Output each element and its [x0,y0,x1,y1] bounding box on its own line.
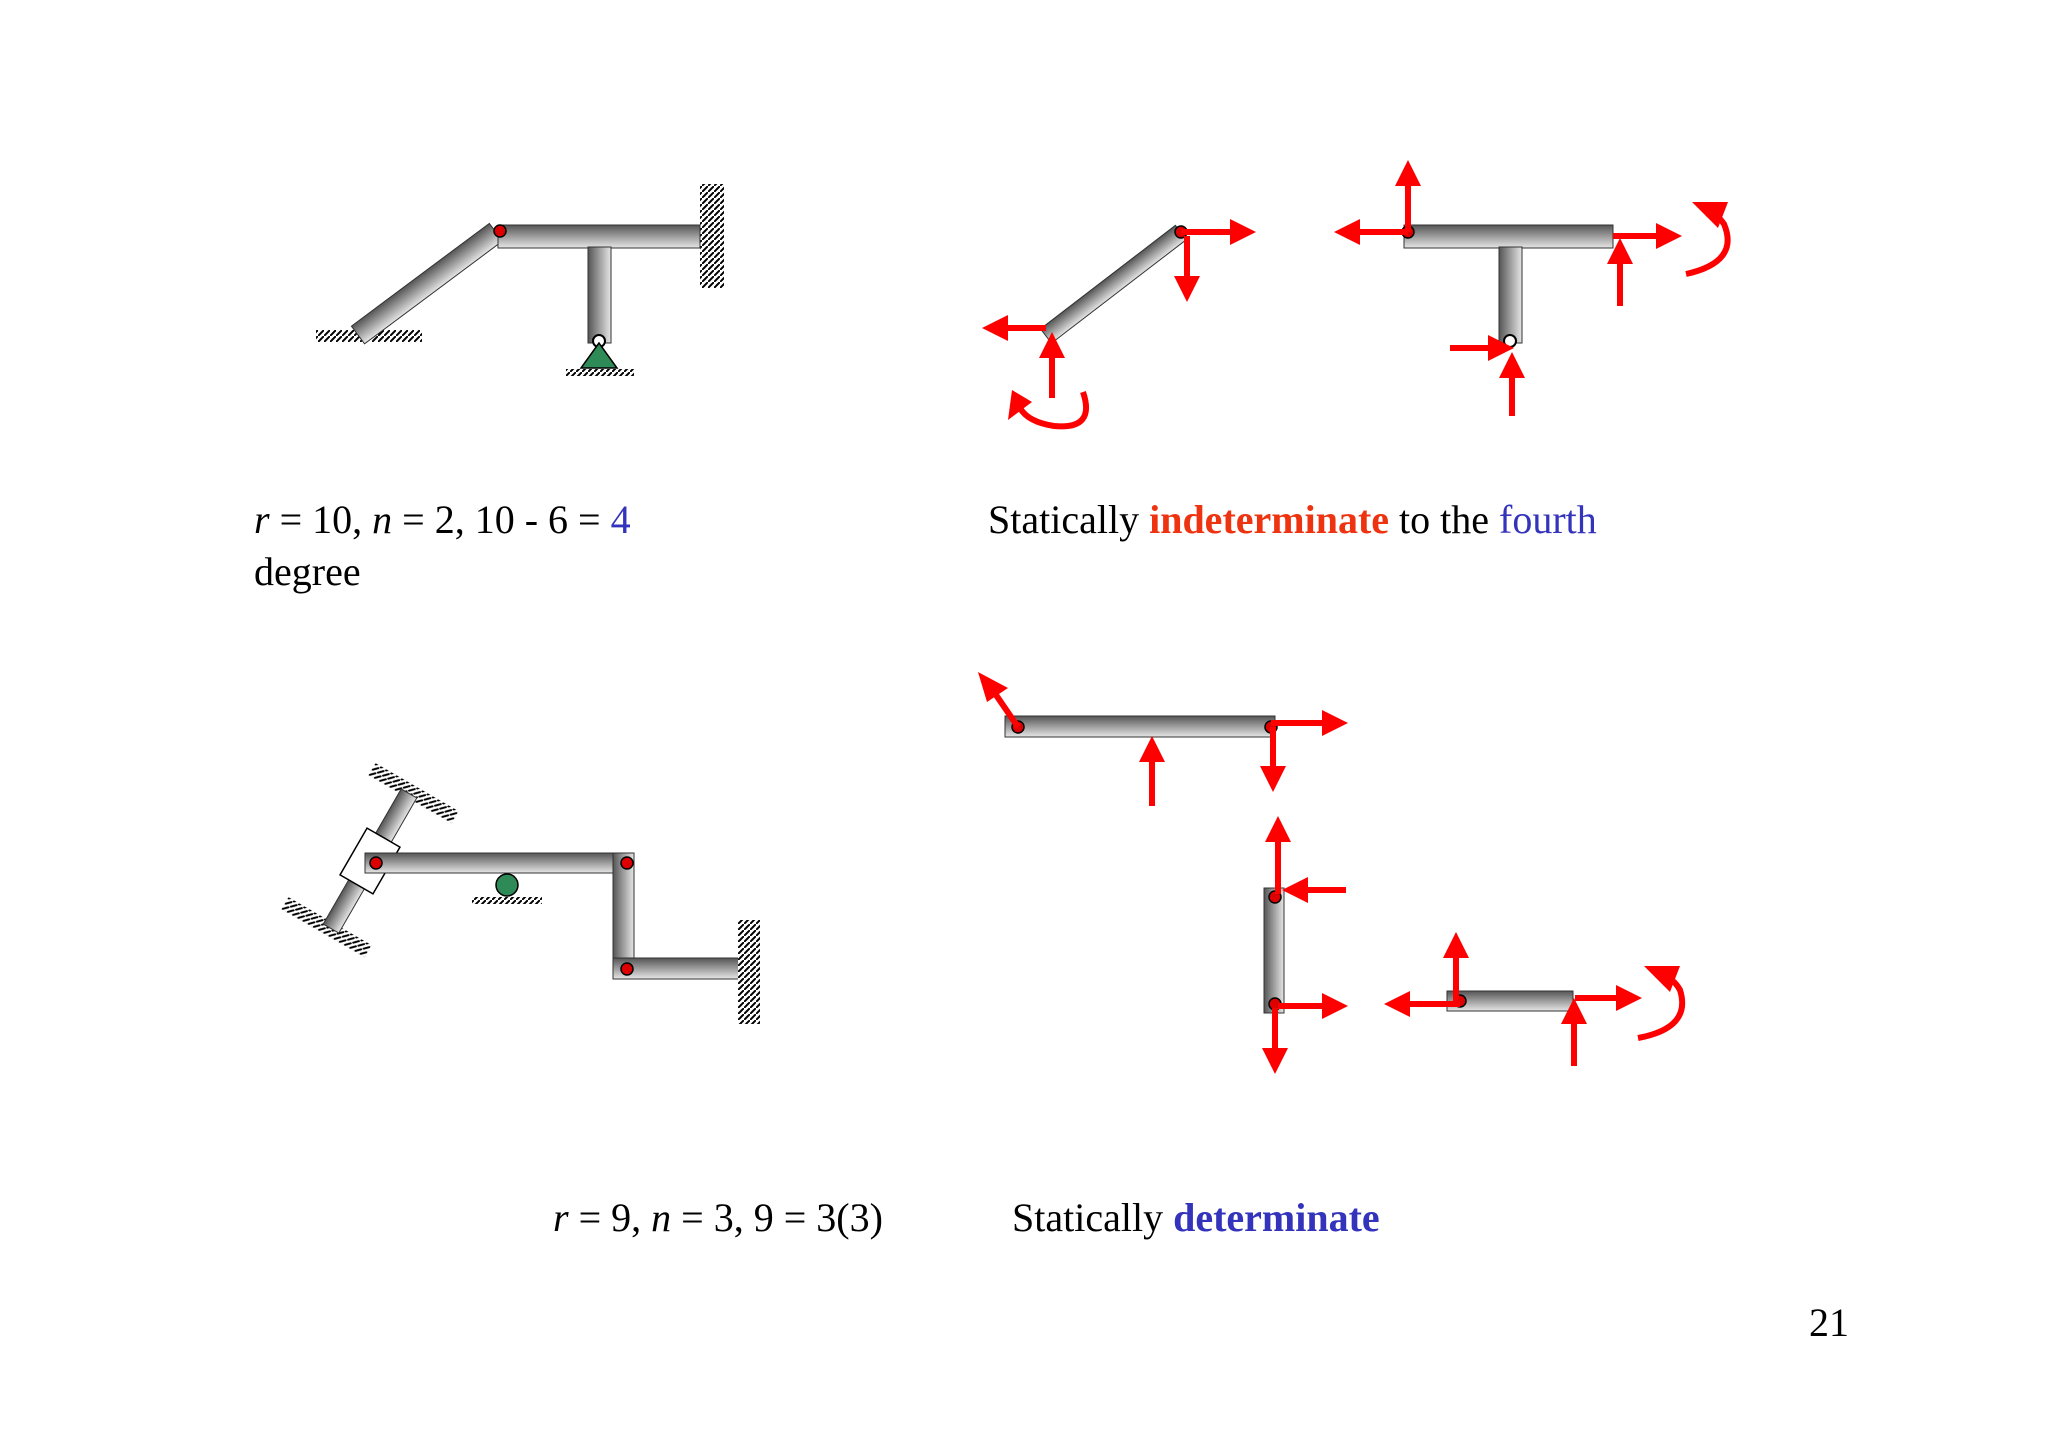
page-number-value: 21 [1809,1300,1849,1345]
force-arrow [1174,236,1200,302]
vertical-column [587,246,612,344]
equation-2: r = 9, n = 3, 9 = 3(3) [553,1192,883,1244]
var-n: n [651,1195,672,1240]
roller-ground-hatch [472,897,542,904]
inclined-ground-hatch [281,897,372,958]
force-arrow [1607,238,1633,306]
free-body-1-tee [1334,160,1731,416]
force-arrow [1575,985,1642,1011]
force-arrow [1384,991,1460,1017]
hinge [369,856,383,870]
force-arrow [1282,877,1346,903]
page-number: 21 [1809,1297,1849,1349]
moment-arrow [1637,966,1686,1041]
free-body-2-top [978,672,1348,806]
fixed-wall [738,920,760,1024]
verdict-keyword: determinate [1173,1195,1380,1240]
vertical-column [1498,246,1523,344]
force-arrow [1450,335,1514,361]
horizontal-beam [1004,715,1276,738]
force-arrow [1395,160,1421,232]
horizontal-beam [497,224,701,249]
inclined-ground-hatch [368,763,459,824]
verdict-degree: fourth [1499,497,1597,542]
var-r: r [254,497,270,542]
equation-text: = 3, 9 = 3(3) [671,1195,883,1240]
var-n: n [372,497,393,542]
force-arrow [1139,736,1165,806]
force-arrow [982,315,1046,341]
verdict-keyword: indeterminate [1149,497,1390,542]
var-r: r [553,1195,569,1240]
verdict-2: Statically determinate [1012,1192,1380,1244]
horizontal-beam [1403,224,1614,249]
degree-number: 4 [610,497,631,542]
verdict-1: Statically indeterminate to the fourth [988,494,1597,546]
pin-support [579,341,619,369]
force-arrow [1334,219,1408,245]
force-arrow [1260,727,1286,792]
verdict-prefix: Statically [988,497,1150,542]
force-arrow [1271,710,1348,736]
force-arrow [1265,816,1291,894]
vertical-member [1263,887,1285,1014]
force-arrow [978,672,1021,729]
equation-text: = 10, [269,497,373,542]
structure-2 [281,763,760,1024]
force-arrow [1278,993,1348,1019]
force-arrow [1181,219,1256,245]
hinge [620,962,634,976]
equation-1-line-2: degree [254,546,361,598]
force-arrow [1613,223,1682,249]
fixed-wall-right [700,184,724,288]
roller-support [495,873,519,897]
inclined-member [1039,224,1188,344]
force-arrow [1262,1008,1288,1074]
force-arrow [1443,932,1469,1004]
free-body-1-incline [982,219,1256,430]
hinge [493,224,507,238]
verdict-middle: to the [1389,497,1500,542]
equation-1: r = 10, n = 2, 10 - 6 = 4 [254,494,631,546]
moment-arrow [1008,390,1090,430]
force-arrow [1561,998,1587,1066]
hinge [620,856,634,870]
free-body-2-bottom [1384,932,1686,1066]
inclined-member [350,222,504,345]
equation-text: = 2, 10 - 6 = [392,497,611,542]
degree-word: degree [254,549,361,594]
structure-1 [316,184,724,376]
force-arrow [1499,352,1525,416]
pin-support-ground [566,369,634,376]
free-body-2-vertical [1262,816,1348,1074]
force-arrow [1039,332,1065,398]
horizontal-beam [364,852,634,874]
moment-arrow [1685,202,1731,277]
verdict-prefix: Statically [1012,1195,1174,1240]
equation-text: = 9, [568,1195,652,1240]
